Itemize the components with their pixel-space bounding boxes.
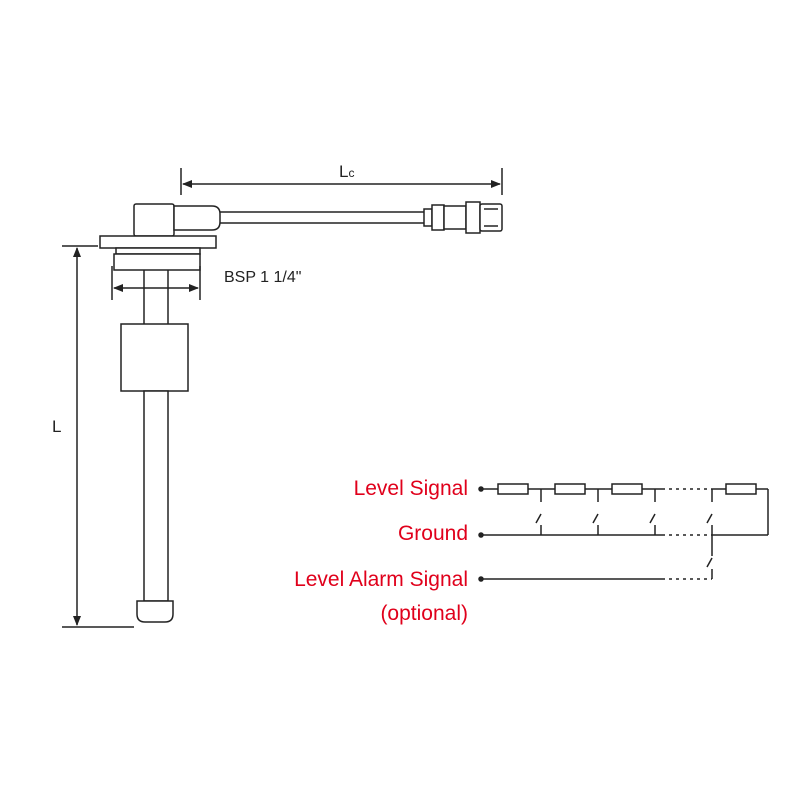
cable-length-label: Lc [339,162,354,181]
upper-tube [143,270,169,324]
sensor-head [133,203,221,237]
level-circuit-schematic [478,483,769,582]
reed-switch-4 [706,489,713,535]
total-length-label: L [52,417,61,436]
alarm-switch [706,535,713,579]
thread-dimension [111,266,201,300]
mounting-flange [99,235,217,249]
reed-switch-1 [535,489,542,535]
cable-length-dimension [180,168,503,195]
probe-tube [136,390,174,623]
alarm-optional-label: (optional) [380,602,468,625]
total-length-dimension [62,245,134,628]
reed-switch-2 [592,489,599,535]
resistor-3 [611,483,643,495]
resistor-4 [725,483,757,495]
reed-switch-3 [649,489,656,535]
float [120,323,189,392]
ground-label: Ground [398,522,468,545]
thread-size-label: BSP 1 1/4" [224,269,301,286]
resistor-1 [497,483,529,495]
level-signal-label: Level Signal [354,477,468,500]
cable-connector [423,201,503,234]
resistor-2 [554,483,586,495]
thread-section [113,247,201,271]
alarm-signal-label: Level Alarm Signal [294,568,468,591]
cable [220,211,426,224]
